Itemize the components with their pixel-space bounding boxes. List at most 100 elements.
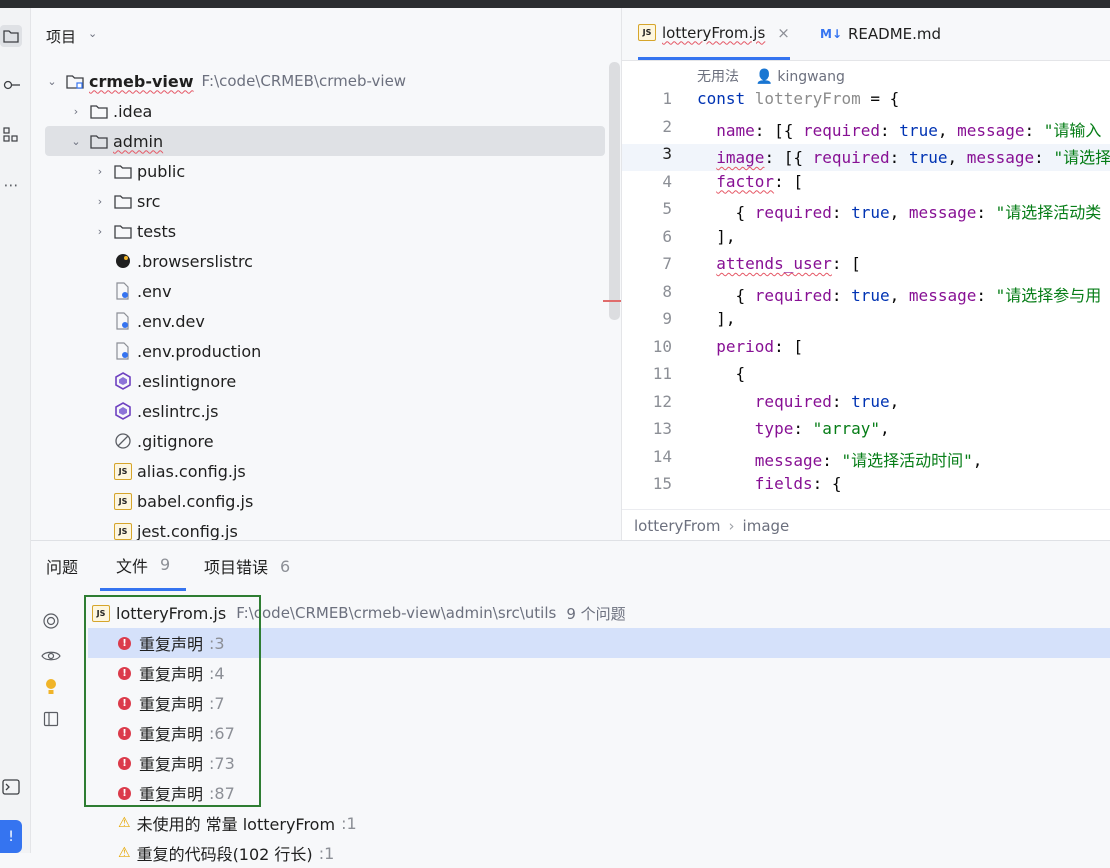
- expand-arrow-icon[interactable]: ⌄: [71, 134, 81, 148]
- tab-lotteryfrom-js[interactable]: JS lotteryFrom.js ×: [638, 8, 790, 60]
- code-line[interactable]: 12 required: true,: [622, 392, 1110, 419]
- breadcrumb-item-image[interactable]: image: [742, 516, 790, 535]
- expand-arrow-icon[interactable]: ›: [97, 224, 103, 238]
- code-token: required: [754, 203, 832, 222]
- code-token: attends_user: [716, 254, 832, 273]
- usages-label: 无用法: [697, 69, 739, 85]
- code-token: [697, 451, 755, 470]
- problem-item[interactable]: !重复声明:87: [88, 778, 1110, 808]
- tree-item-tests[interactable]: ›tests: [45, 216, 605, 246]
- code-line[interactable]: 5 { required: true, message: "请选择活动类: [622, 199, 1110, 226]
- line-number: 1: [662, 89, 672, 108]
- error-icon: !: [118, 666, 131, 680]
- problem-item[interactable]: !重复声明:3: [88, 628, 1110, 658]
- code-line[interactable]: 4 factor: [: [622, 172, 1110, 199]
- tree-item-public[interactable]: ›public: [45, 156, 605, 186]
- preview-icon[interactable]: [41, 709, 61, 729]
- code-text: required: true,: [697, 392, 900, 411]
- problem-text: 重复声明: [139, 635, 204, 654]
- problem-item[interactable]: !重复声明:7: [88, 688, 1110, 718]
- tree-item-gitignore[interactable]: .gitignore: [45, 426, 605, 456]
- terminal-tool-icon[interactable]: [0, 776, 22, 798]
- code-token: ],: [697, 226, 736, 246]
- chevron-down-icon[interactable]: ⌄: [88, 27, 98, 40]
- breadcrumb-item-lotteryfrom[interactable]: lotteryFrom: [634, 516, 721, 535]
- code-line[interactable]: 13 type: "array",: [622, 419, 1110, 446]
- project-panel-title[interactable]: 项目: [46, 28, 77, 46]
- code-line[interactable]: 15 fields: {: [622, 474, 1110, 501]
- code-line[interactable]: 2 name: [{ required: true, message: "请输入: [622, 117, 1110, 144]
- code-token: [697, 474, 755, 493]
- problem-item[interactable]: !重复声明:73: [88, 748, 1110, 778]
- expand-arrow-icon[interactable]: ⌄: [47, 74, 57, 88]
- code-line[interactable]: 14 message: "请选择活动时间",: [622, 447, 1110, 474]
- tree-item-env-production[interactable]: .env.production: [45, 336, 605, 366]
- project-tree-scrollbar[interactable]: [609, 62, 620, 320]
- tree-item-eslintrc-js[interactable]: .eslintrc.js: [45, 396, 605, 426]
- tab-problems[interactable]: 问题: [46, 541, 78, 591]
- tree-item-eslintignore[interactable]: .eslintignore: [45, 366, 605, 396]
- code-token: const: [697, 89, 755, 108]
- problem-item[interactable]: !重复声明:67: [88, 718, 1110, 748]
- code-token: : [: [774, 171, 803, 191]
- tab-count: 6: [280, 556, 291, 576]
- problem-item[interactable]: ⚠重复的代码段(102 行长):1: [88, 838, 1110, 868]
- tree-item-idea[interactable]: ›.idea: [45, 96, 605, 126]
- eye-icon[interactable]: [41, 646, 61, 666]
- code-line[interactable]: 9 ],: [622, 309, 1110, 336]
- problem-item[interactable]: ⚠未使用的 常量 lotteryFrom:1: [88, 808, 1110, 838]
- commit-tool-icon[interactable]: [0, 74, 22, 96]
- problem-line: :3: [209, 633, 225, 653]
- code-token: required: [802, 120, 881, 140]
- code-token: {: [697, 285, 755, 305]
- tree-item-browserslistrc[interactable]: .browserslistrc: [45, 246, 605, 276]
- code-line[interactable]: 10 period: [: [622, 337, 1110, 364]
- js-file-icon: JS: [113, 522, 133, 540]
- code-line[interactable]: 6 ],: [622, 227, 1110, 254]
- code-token: period: [716, 336, 775, 356]
- error-stripe-mark[interactable]: [603, 300, 621, 302]
- tab-file[interactable]: 文件 9: [100, 541, 187, 591]
- structure-tool-icon[interactable]: [0, 124, 22, 146]
- tab-project-errors[interactable]: 项目错误 6: [204, 541, 290, 591]
- project-tool-icon[interactable]: [0, 25, 22, 47]
- code-text: {: [697, 364, 746, 383]
- line-number: 14: [652, 446, 672, 466]
- code-text: attends_user: [: [697, 254, 861, 273]
- code-token: : {: [812, 474, 842, 493]
- code-line[interactable]: 8 { required: true, message: "请选择参与用: [622, 282, 1110, 309]
- expand-arrow-icon[interactable]: ›: [73, 104, 79, 118]
- code-line[interactable]: 3 image: [{ required: true, message: "请选…: [622, 144, 1110, 171]
- tree-item-env[interactable]: .env: [45, 276, 605, 306]
- code-text: fields: {: [697, 474, 842, 493]
- tree-item-env-dev[interactable]: .env.dev: [45, 306, 605, 336]
- folder-icon: [89, 132, 109, 150]
- code-vision-hint[interactable]: 无用法 👤 kingwang: [697, 66, 845, 86]
- tab-count: 9: [160, 555, 171, 574]
- tree-item-admin[interactable]: ⌄admin: [45, 126, 605, 156]
- breadcrumb: lotteryFrom › image: [622, 509, 1110, 541]
- code-line[interactable]: 11 {: [622, 364, 1110, 391]
- tab-readme-md[interactable]: M↓ README.md: [820, 8, 941, 60]
- code-token: [697, 392, 755, 411]
- problem-item[interactable]: !重复声明:4: [88, 658, 1110, 688]
- expand-arrow-icon[interactable]: ›: [97, 194, 103, 208]
- lightbulb-icon[interactable]: [41, 677, 61, 697]
- code-line[interactable]: 7 attends_user: [: [622, 254, 1110, 281]
- close-icon[interactable]: ×: [777, 23, 790, 42]
- more-tools-icon[interactable]: ⋯: [3, 176, 19, 194]
- expand-arrow-icon[interactable]: ›: [97, 164, 103, 178]
- notification-icon[interactable]: !: [0, 820, 22, 853]
- js-file-icon: JS: [113, 462, 133, 480]
- autoscroll-icon[interactable]: [41, 611, 61, 631]
- code-token: "请选择活动类: [995, 203, 1102, 222]
- code-token: {: [697, 203, 755, 222]
- tree-item-src[interactable]: ›src: [45, 186, 605, 216]
